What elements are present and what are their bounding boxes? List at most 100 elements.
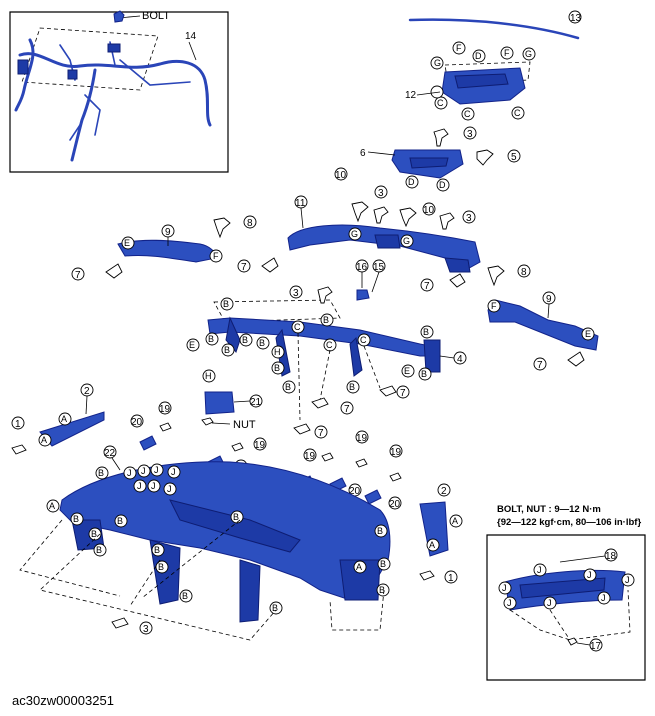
part-13-strip: 13 [408,10,582,40]
svg-text:19: 19 [159,404,171,415]
svg-text:B: B [349,382,355,392]
svg-text:B: B [158,562,164,572]
svg-text:20: 20 [349,486,361,497]
svg-text:B: B [323,315,329,325]
part-2-left-panel: 2 A A 1 [11,383,105,455]
svg-text:18: 18 [605,551,617,562]
torque-inset: BOLT, NUT : 9—12 N·m {92—122 kgf·cm, 80—… [486,504,646,681]
svg-text:C: C [294,322,301,332]
svg-text:E: E [189,340,195,350]
svg-text:B: B [259,338,265,348]
svg-text:9: 9 [546,294,552,305]
part-11-duct: 11 10 3 10 3 G G 7 7 [237,167,481,292]
svg-text:D: D [475,51,482,61]
svg-text:J: J [154,465,159,475]
svg-text:1: 1 [448,573,454,584]
svg-text:9: 9 [165,227,171,238]
part-12-label: 12 [405,90,417,101]
harness-inset: BOLT 14 [9,10,229,173]
part-22-dashboard: 22 B J J J J J J J A B B B B B B B B A B… [19,445,391,641]
svg-text:19: 19 [390,447,402,458]
svg-text:19: 19 [304,451,316,462]
svg-text:B: B [272,603,278,613]
part-6-label: 6 [360,148,366,159]
svg-text:J: J [587,570,592,580]
svg-text:J: J [601,593,606,603]
svg-text:J: J [502,583,507,593]
svg-text:21: 21 [250,397,262,408]
parts-15-16: 16 15 [355,259,386,301]
part-6-duct: 6 D D 3 5 [360,126,521,192]
svg-text:2: 2 [84,386,90,397]
svg-text:20: 20 [131,417,143,428]
svg-text:J: J [507,598,512,608]
svg-text:C: C [464,109,471,119]
svg-text:7: 7 [424,281,430,292]
svg-text:J: J [625,575,630,585]
svg-text:11: 11 [295,198,306,209]
part-21-bracket: H 21 NUT [201,369,263,431]
part-4-crossmember: 3 B B C C C E B B B B H B B B B E B 4 7 … [186,285,467,439]
svg-text:15: 15 [373,262,385,273]
svg-text:7: 7 [537,360,543,371]
svg-text:B: B [377,526,383,536]
bolt-label: BOLT [142,10,170,22]
svg-text:B: B [285,382,291,392]
svg-text:B: B [380,559,386,569]
svg-text:B: B [224,345,230,355]
svg-text:B: B [182,591,188,601]
svg-text:7: 7 [400,388,406,399]
svg-text:G: G [434,58,441,68]
part-9-left-duct: 9 E F 8 7 [71,215,257,281]
svg-text:7: 7 [75,270,81,281]
svg-text:B: B [423,327,429,337]
torque-line-1: BOLT, NUT : 9—12 N·m [497,504,601,515]
svg-text:5: 5 [511,152,517,163]
svg-text:3: 3 [293,288,299,299]
svg-text:F: F [456,43,462,53]
svg-text:8: 8 [521,267,527,278]
svg-text:B: B [73,514,79,524]
svg-text:J: J [167,484,172,494]
part-13-label: 13 [570,13,582,24]
svg-text:H: H [274,347,281,357]
part-12-duct: G F D F G C C C 12 [405,41,536,121]
svg-text:J: J [171,467,176,477]
svg-text:B: B [96,545,102,555]
svg-text:F: F [213,251,219,261]
svg-text:B: B [154,545,160,555]
svg-text:J: J [141,466,146,476]
svg-text:J: J [137,481,142,491]
torque-line-2: {92—122 kgf·cm, 80—106 in·lbf} [497,517,641,528]
svg-text:F: F [491,301,497,311]
svg-text:22: 22 [104,448,116,459]
svg-text:B: B [98,468,104,478]
svg-text:19: 19 [356,433,368,444]
svg-text:B: B [379,585,385,595]
part-9-right-duct: 9 F E 8 7 [487,264,599,371]
svg-text:3: 3 [143,624,149,635]
svg-text:A: A [356,562,362,572]
svg-text:G: G [351,229,358,239]
svg-text:G: G [403,236,410,246]
nut-label: NUT [233,419,256,431]
part-14-label: 14 [185,31,197,42]
svg-text:8: 8 [247,218,253,229]
svg-text:B: B [223,299,229,309]
svg-text:C: C [360,335,367,345]
svg-text:E: E [124,238,130,248]
svg-text:20: 20 [389,499,401,510]
svg-text:A: A [41,435,47,445]
svg-text:J: J [127,468,132,478]
svg-text:B: B [117,516,123,526]
svg-text:E: E [585,329,591,339]
svg-text:7: 7 [344,404,350,415]
svg-text:19: 19 [254,440,266,451]
svg-text:E: E [404,366,410,376]
svg-text:17: 17 [590,641,602,652]
svg-text:B: B [91,529,97,539]
svg-text:H: H [205,371,212,381]
figure-code: ac30zw00003251 [12,693,114,708]
svg-text:1: 1 [15,419,21,430]
